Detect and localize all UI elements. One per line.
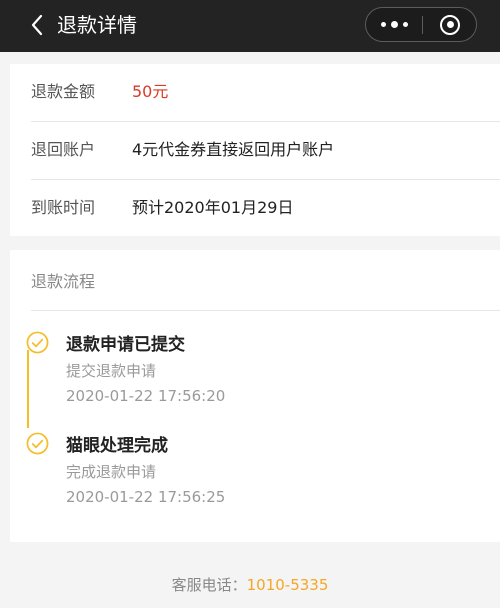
timeline-connector: [27, 350, 29, 428]
refund-info-card: 退款金额 50元 退回账户 4元代金券直接返回用户账户 到账时间 预计2020年…: [10, 64, 500, 236]
customer-service-footer: 客服电话：1010-5335: [0, 574, 500, 596]
customer-service-label: 客服电话：: [171, 576, 247, 594]
refund-flow-card: 退款流程: [10, 250, 500, 542]
refund-amount-label: 退款金额: [31, 82, 96, 101]
arrival-time-row: 到账时间 预计2020年01月29日: [10, 180, 500, 237]
step-title: 猫眼处理完成: [66, 436, 168, 456]
refund-amount-row: 退款金额 50元: [10, 64, 500, 121]
refund-amount-value: 50元: [132, 82, 169, 101]
chevron-left-icon: [31, 14, 43, 36]
step-time: 2020-01-22 17:56:20: [66, 387, 226, 405]
arrival-time-value: 预计2020年01月29日: [132, 198, 294, 217]
back-button[interactable]: [22, 10, 52, 40]
refund-account-row: 退回账户 4元代金券直接返回用户账户: [10, 122, 500, 179]
check-circle-icon: [26, 331, 49, 354]
step-title: 退款申请已提交: [66, 335, 185, 355]
capsule-close-icon: [440, 14, 460, 35]
menu-capsule: [365, 7, 477, 42]
close-button[interactable]: [422, 8, 478, 41]
refund-account-label: 退回账户: [31, 140, 96, 159]
page-title: 退款详情: [57, 13, 137, 37]
flow-divider: [31, 310, 500, 311]
refund-account-value: 4元代金券直接返回用户账户: [132, 140, 335, 159]
step-description: 完成退款申请: [66, 463, 157, 481]
row-divider: [31, 179, 500, 180]
more-dots-icon: [380, 22, 386, 27]
step-description: 提交退款申请: [66, 362, 157, 380]
row-divider: [31, 121, 500, 122]
flow-title: 退款流程: [31, 272, 96, 291]
arrival-time-label: 到账时间: [31, 198, 96, 217]
step-time: 2020-01-22 17:56:25: [66, 488, 226, 506]
navigation-bar: 退款详情: [0, 0, 500, 52]
capsule-divider: [422, 16, 423, 34]
customer-service-phone[interactable]: 1010-5335: [246, 576, 329, 594]
more-button[interactable]: [366, 8, 422, 41]
check-circle-icon: [26, 432, 49, 455]
